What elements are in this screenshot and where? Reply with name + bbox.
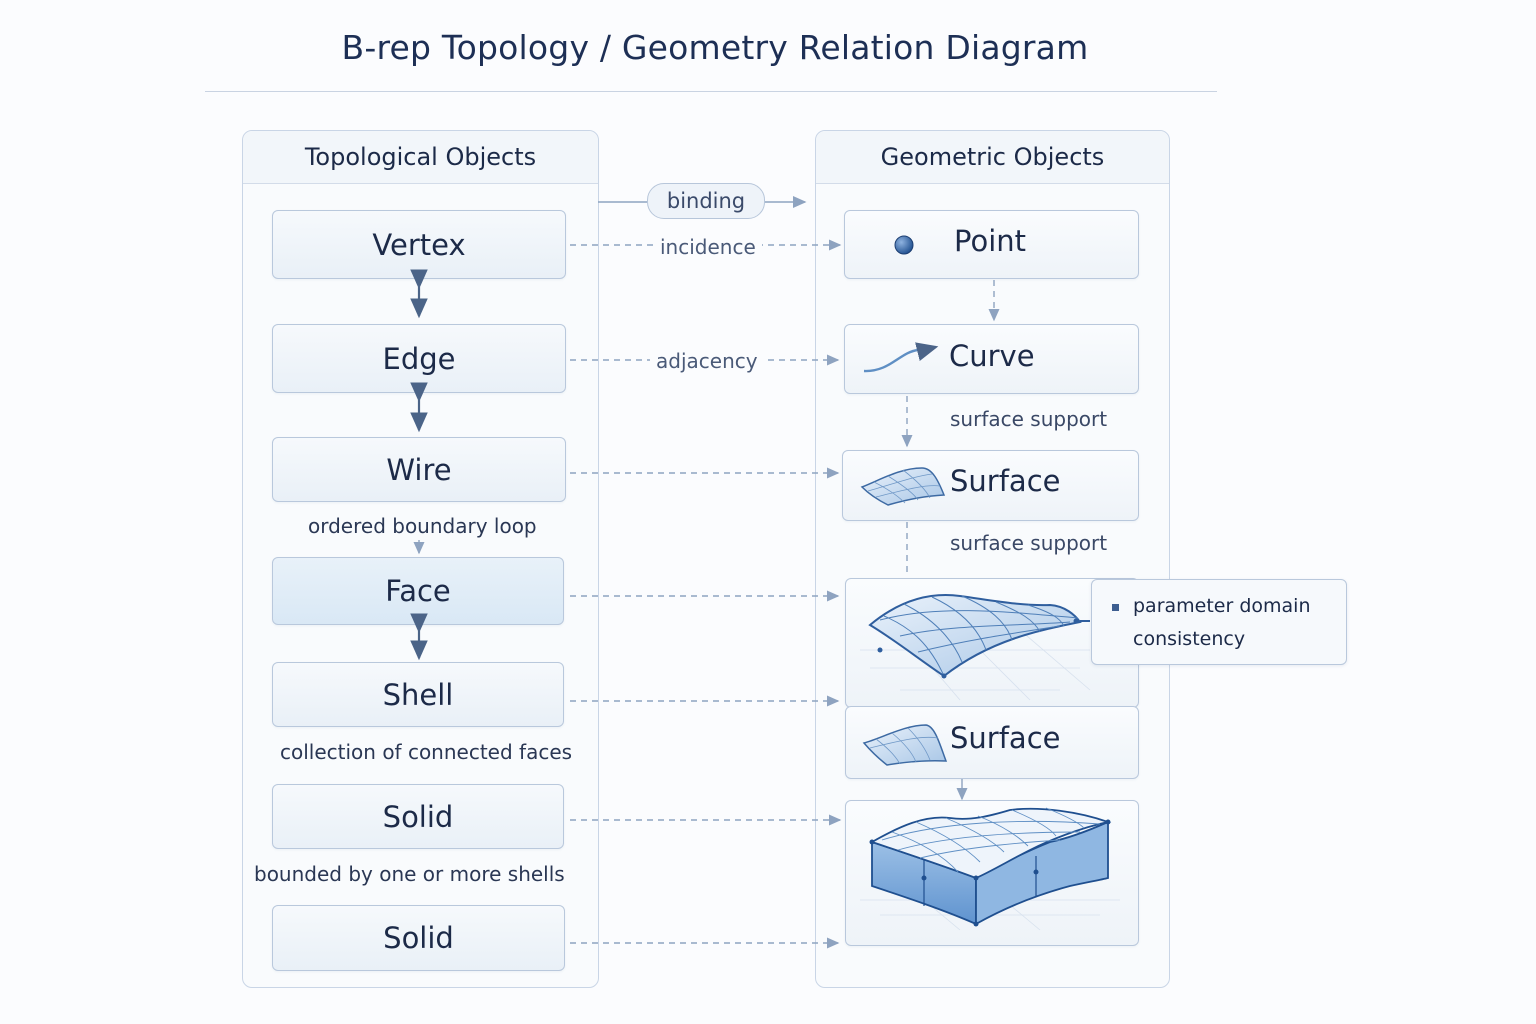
curve-surface-note: surface support <box>950 407 1108 431</box>
solid-box-2[interactable]: Solid <box>272 905 565 971</box>
topology-panel-header: Topological Objects <box>243 131 598 184</box>
vertex-box[interactable]: Vertex <box>272 210 566 279</box>
solid-box-1[interactable]: Solid <box>272 784 564 849</box>
parameter-domain-callout: parameter domain consistency <box>1091 579 1347 665</box>
solid-solid-note: bounded by one or more shells <box>254 862 565 886</box>
title-divider <box>205 91 1217 92</box>
diagram-title: B-rep Topology / Geometry Relation Diagr… <box>341 28 1089 67</box>
point-icon <box>894 235 914 255</box>
surface-icon <box>860 467 946 506</box>
shell-box[interactable]: Shell <box>272 662 564 727</box>
surface-patch-note: surface support <box>950 531 1108 555</box>
wire-face-note: ordered boundary loop <box>308 514 537 538</box>
adjacency-label: adjacency <box>650 349 764 373</box>
solid-illustration <box>860 807 1120 931</box>
geometry-panel-header: Geometric Objects <box>816 131 1169 184</box>
incidence-label: incidence <box>654 235 762 259</box>
point-label: Point <box>954 224 1027 258</box>
curve-label: Curve <box>949 339 1035 373</box>
curve-icon <box>863 342 939 373</box>
bullet-icon <box>1112 604 1119 611</box>
edge-box[interactable]: Edge <box>272 324 566 393</box>
callout-text: parameter domain consistency <box>1133 595 1311 650</box>
shell-solid-note: collection of connected faces <box>280 740 573 764</box>
point-box[interactable] <box>844 210 1139 279</box>
wire-box[interactable]: Wire <box>272 437 566 502</box>
surface-patch-illustration <box>860 594 1091 701</box>
binding-pill: binding <box>647 183 765 219</box>
curve-box[interactable] <box>844 324 1139 394</box>
surface-label: Surface <box>950 464 1061 498</box>
surface-icon-2 <box>862 724 948 766</box>
surface-label-2: Surface <box>950 721 1061 755</box>
